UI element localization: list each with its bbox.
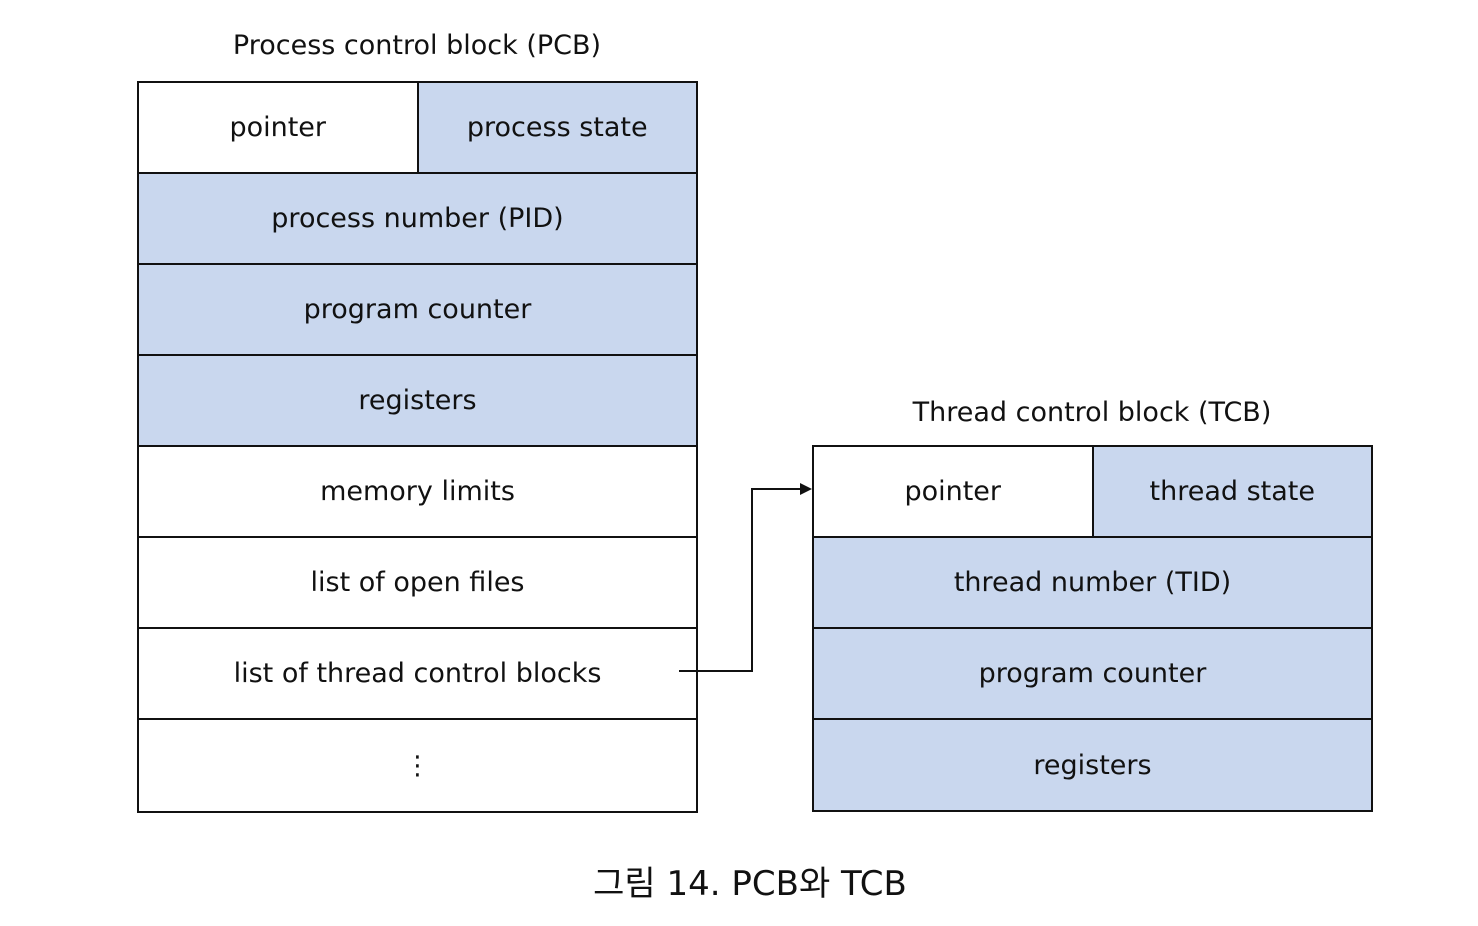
figure-caption: 그림 14. PCB와 TCB (593, 864, 907, 904)
pcb-memory-limits-field: memory limits (139, 447, 696, 536)
tcb-block: pointer thread state thread number (TID)… (812, 445, 1373, 812)
pcb-row-memory-limits: memory limits (139, 447, 696, 538)
tcb-thread-number-field: thread number (TID) (814, 538, 1371, 627)
pcb-row-program-counter: program counter (139, 265, 696, 356)
pcb-program-counter-field: program counter (139, 265, 696, 354)
pcb-registers-field: registers (139, 356, 696, 445)
tcb-program-counter-field: program counter (814, 629, 1371, 718)
tcb-row-registers: registers (814, 720, 1371, 810)
tcb-row-program-counter: program counter (814, 629, 1371, 720)
tcb-title: Thread control block (TCB) (912, 397, 1272, 428)
pcb-process-state-field: process state (416, 83, 696, 172)
pcb-pointer-field: pointer (139, 83, 417, 172)
tcb-pointer-field: pointer (814, 447, 1092, 536)
pcb-row-pointer-state: pointer process state (139, 83, 696, 174)
tcb-thread-state-field: thread state (1091, 447, 1371, 536)
pcb-row-registers: registers (139, 356, 696, 447)
pcb-title: Process control block (PCB) (232, 30, 602, 61)
pcb-row-thread-list: list of thread control blocks (139, 629, 696, 720)
connector-line (679, 483, 812, 672)
pcb-row-open-files: list of open files (139, 538, 696, 629)
pcb-thread-list-field: list of thread control blocks (139, 629, 696, 718)
tcb-row-pointer-state: pointer thread state (814, 447, 1371, 538)
tcb-registers-field: registers (814, 720, 1371, 810)
pcb-block: pointer process state process number (PI… (137, 81, 698, 813)
pcb-open-files-field: list of open files (139, 538, 696, 627)
pcb-process-number-field: process number (PID) (139, 174, 696, 263)
pcb-row-pid: process number (PID) (139, 174, 696, 265)
pcb-row-ellipsis: ⋮ (139, 720, 696, 811)
pcb-ellipsis-field: ⋮ (139, 720, 696, 811)
tcb-row-tid: thread number (TID) (814, 538, 1371, 629)
